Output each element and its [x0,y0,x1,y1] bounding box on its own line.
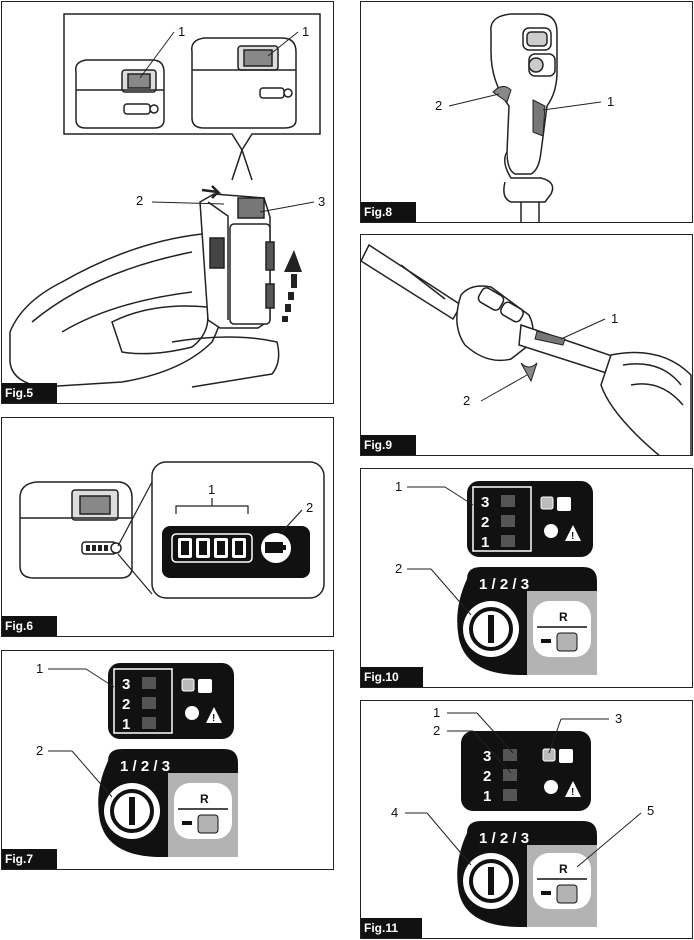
callout-2: 2 [306,500,313,515]
push-up-arrow [282,250,302,322]
figure-8-panel: 2 1 Fig.8 [360,1,693,223]
figure-6-panel: 1 2 Fig.6 [1,417,334,637]
battery-pack-small [74,59,165,129]
handle-grip [490,13,558,222]
battery-pack [19,481,133,579]
warning-icon [565,781,581,797]
fig-label: Fig.7 [2,849,58,869]
figure-10-illustration: 3 2 1 ! 1 1 / 2 / 3 R 2 [395,479,597,675]
figure-6-illustration: 1 2 [19,461,325,599]
loop-handle [361,243,692,455]
callout-2: 2 [433,723,440,738]
level-1: 1 [122,716,130,733]
check-button [542,778,560,796]
figure-10-panel: 3 2 1 ! 1 1 / 2 / 3 R 2 Fig.10 [360,468,693,688]
fig-label: Fig.8 [361,202,417,222]
figure-5-panel: 1 1 2 [1,1,334,404]
figure-7-panel: 3 2 1 ! 1 1 / 2 / 3 R 2 Fig.7 [1,650,334,870]
level-3: 3 [481,494,489,511]
callout-1: 1 [208,482,215,497]
svg-text:!: ! [571,531,574,542]
callout-1a: 1 [178,24,185,39]
callout-1: 1 [433,705,440,720]
mode-text: 1 / 2 / 3 [479,576,529,593]
mode-text: 1 / 2 / 3 [120,758,170,775]
figure-11-panel: 3 2 1 ! 1 2 3 1 / 2 / 3 R 4 5 Fig.11 [360,700,693,939]
svg-text:!: ! [571,787,574,798]
callout-4: 4 [391,805,398,820]
callout-2: 2 [395,561,402,576]
warning-icon [565,525,581,541]
battery-pack-large [191,37,297,129]
callout-1b: 1 [302,24,309,39]
callout-3: 3 [318,194,325,209]
level-3: 3 [483,748,491,765]
callout-2: 2 [463,393,470,408]
check-button [183,704,201,722]
callout-3: 3 [615,711,622,726]
fig-label: Fig.6 [2,616,58,636]
callout-2: 2 [435,98,442,113]
fig-label: Fig.11 [361,918,423,938]
check-button [542,522,560,540]
svg-text:R: R [200,792,209,806]
mode-text: 1 / 2 / 3 [479,830,529,847]
callout-2: 2 [36,743,43,758]
level-panel [461,731,591,811]
callout-2: 2 [136,193,143,208]
level-1: 1 [481,534,489,551]
level-1: 1 [483,788,491,805]
fig-label: Fig.5 [2,383,58,403]
warning-icon [206,707,222,723]
figure-9-illustration: 1 2 [361,243,692,455]
fig-label: Fig.10 [361,667,423,687]
svg-text:R: R [559,862,568,876]
level-2: 2 [122,696,130,713]
slide-arrow [201,185,222,199]
figure-8-illustration: 2 1 [435,13,614,222]
figure-9-panel: 1 2 Fig.9 [360,234,693,456]
switch-trigger [532,99,546,137]
lock-off-lever [520,362,538,383]
callout-5: 5 [647,803,654,818]
svg-text:R: R [559,610,568,624]
lock-off-lever [492,86,512,103]
level-2: 2 [483,768,491,785]
figure-5-illustration: 1 1 2 [9,13,325,388]
level-3: 3 [122,676,130,693]
fig-label: Fig.9 [361,435,417,455]
battery-inserting [199,193,275,329]
callout-1: 1 [395,479,402,494]
svg-text:!: ! [212,713,215,724]
switch-trigger [534,330,566,346]
callout-1: 1 [36,661,43,676]
figure-11-illustration: 3 2 1 ! 1 2 3 1 / 2 / 3 R 4 5 [391,705,654,927]
callout-1: 1 [607,94,614,109]
callout-1: 1 [611,311,618,326]
level-2: 2 [481,514,489,531]
figure-7-illustration: 3 2 1 ! 1 1 / 2 / 3 R 2 [36,661,238,857]
